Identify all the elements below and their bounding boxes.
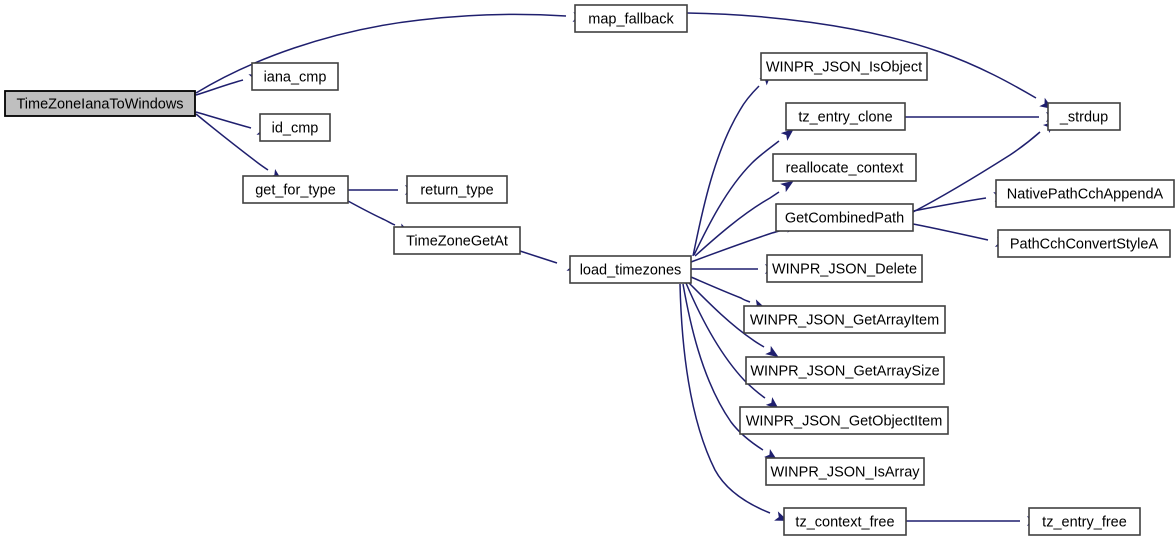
node-label: PathCchConvertStyleA [1010,236,1159,252]
node-box[interactable] [772,153,917,182]
node-WINPR_JSON_Delete[interactable]: WINPR_JSON_Delete [766,254,923,283]
call-edge-GetCombinedPath-to-NativePathCchAppendA [912,197,987,212]
node-label: NativePathCchAppendA [1007,186,1164,202]
arrow-head-icon [780,180,794,193]
call-edge-TimeZoneIanaToWindows-to-get_for_type [195,113,269,171]
node-label: GetCombinedPath [785,210,904,226]
call-edge-load_timezones-to-WINPR_JSON_IsObject [692,85,760,257]
node-box[interactable] [406,175,508,204]
node-box[interactable] [785,102,906,131]
node-NativePathCchAppendA[interactable]: NativePathCchAppendA [995,179,1175,208]
node-box[interactable] [783,507,907,536]
node-label: get_for_type [255,182,336,198]
node-GetCombinedPath[interactable]: GetCombinedPath [775,203,914,232]
node-box[interactable] [4,90,196,117]
node-label: reallocate_context [786,160,904,176]
node-box[interactable] [739,406,949,435]
node-label: tz_entry_clone [798,109,892,125]
call-edge-TimeZoneIanaToWindows-to-iana_cmp [195,79,244,96]
call-edge-map_fallback-to-_strdup [686,12,1037,99]
arrow-head-icon [780,128,794,141]
node-reallocate_context[interactable]: reallocate_context [772,153,917,182]
node-label: return_type [420,182,493,198]
node-label: WINPR_JSON_IsObject [766,59,922,75]
node-box[interactable] [1028,507,1141,536]
call-edge-TimeZoneIanaToWindows-to-id_cmp [195,111,252,129]
call-edge-get_for_type-to-TimeZoneGetAt [347,200,396,226]
node-box[interactable] [393,226,521,255]
node-WINPR_JSON_IsObject[interactable]: WINPR_JSON_IsObject [760,52,928,81]
node-WINPR_JSON_IsArray[interactable]: WINPR_JSON_IsArray [765,457,925,486]
node-return_type[interactable]: return_type [406,175,508,204]
node-box[interactable] [766,254,923,283]
node-label: map_fallback [588,11,674,27]
node-label: load_timezones [580,262,682,278]
node-box[interactable] [775,203,914,232]
node-label: tz_context_free [795,514,894,530]
arrow-head-icon [765,345,779,358]
node-box[interactable] [765,457,925,486]
node-label: TimeZoneGetAt [406,233,508,249]
node-box[interactable] [995,179,1175,208]
call-edge-GetCombinedPath-to-PathCchConvertStyleA [912,223,989,241]
call-edge-load_timezones-to-WINPR_JSON_IsArray [682,283,764,451]
node-id_cmp[interactable]: id_cmp [259,113,331,142]
node-box[interactable] [1047,102,1121,131]
node-box[interactable] [569,255,692,284]
node-label: tz_entry_free [1042,514,1127,530]
call-edge-load_timezones-to-reallocate_context [694,191,780,257]
node-_strdup[interactable]: _strdup [1047,102,1121,131]
node-label: _strdup [1059,109,1108,125]
node-box[interactable] [251,62,339,91]
node-tz_context_free[interactable]: tz_context_free [783,507,907,536]
node-box[interactable] [743,305,946,334]
node-label: id_cmp [272,120,319,136]
node-iana_cmp[interactable]: iana_cmp [251,62,339,91]
node-label: WINPR_JSON_GetArrayItem [750,312,939,328]
edges-layer [195,12,1041,522]
call-edge-load_timezones-to-WINPR_JSON_GetObjectItem [685,282,766,399]
node-tz_entry_clone[interactable]: tz_entry_clone [785,102,906,131]
node-label: TimeZoneIanaToWindows [16,96,183,112]
node-label: WINPR_JSON_IsArray [770,464,920,480]
call-edge-load_timezones-to-WINPR_JSON_GetArraySize [688,282,765,348]
node-WINPR_JSON_GetObjectItem[interactable]: WINPR_JSON_GetObjectItem [739,406,949,435]
node-box[interactable] [745,356,945,385]
call-edge-TimeZoneGetAt-to-load_timezones [519,250,558,264]
call-edge-load_timezones-to-tz_entry_clone [693,140,780,256]
node-PathCchConvertStyleA[interactable]: PathCchConvertStyleA [997,229,1171,258]
call-edge-TimeZoneIanaToWindows-to-map_fallback [195,13,567,94]
call-edge-load_timezones-to-tz_context_free [679,283,771,514]
node-get_for_type[interactable]: get_for_type [242,175,349,204]
node-load_timezones[interactable]: load_timezones [569,255,692,284]
node-box[interactable] [242,175,349,204]
node-label: WINPR_JSON_GetArraySize [750,363,939,379]
node-WINPR_JSON_GetArraySize[interactable]: WINPR_JSON_GetArraySize [745,356,945,385]
node-TimeZoneGetAt[interactable]: TimeZoneGetAt [393,226,521,255]
node-box[interactable] [574,4,688,33]
node-label: WINPR_JSON_GetObjectItem [746,413,943,429]
node-box[interactable] [259,113,331,142]
node-TimeZoneIanaToWindows[interactable]: TimeZoneIanaToWindows [4,90,196,117]
node-tz_entry_free[interactable]: tz_entry_free [1028,507,1141,536]
node-box[interactable] [997,229,1171,258]
node-label: WINPR_JSON_Delete [772,261,917,277]
node-WINPR_JSON_GetArrayItem[interactable]: WINPR_JSON_GetArrayItem [743,305,946,334]
node-box[interactable] [760,52,928,81]
call-edge-load_timezones-to-WINPR_JSON_GetArrayItem [690,276,751,303]
node-map_fallback[interactable]: map_fallback [574,4,688,33]
call-edge-GetCombinedPath-to-_strdup [912,131,1041,213]
nodes-layer: TimeZoneIanaToWindows map_fallback iana_cm… [4,4,1175,536]
node-label: iana_cmp [264,69,327,85]
